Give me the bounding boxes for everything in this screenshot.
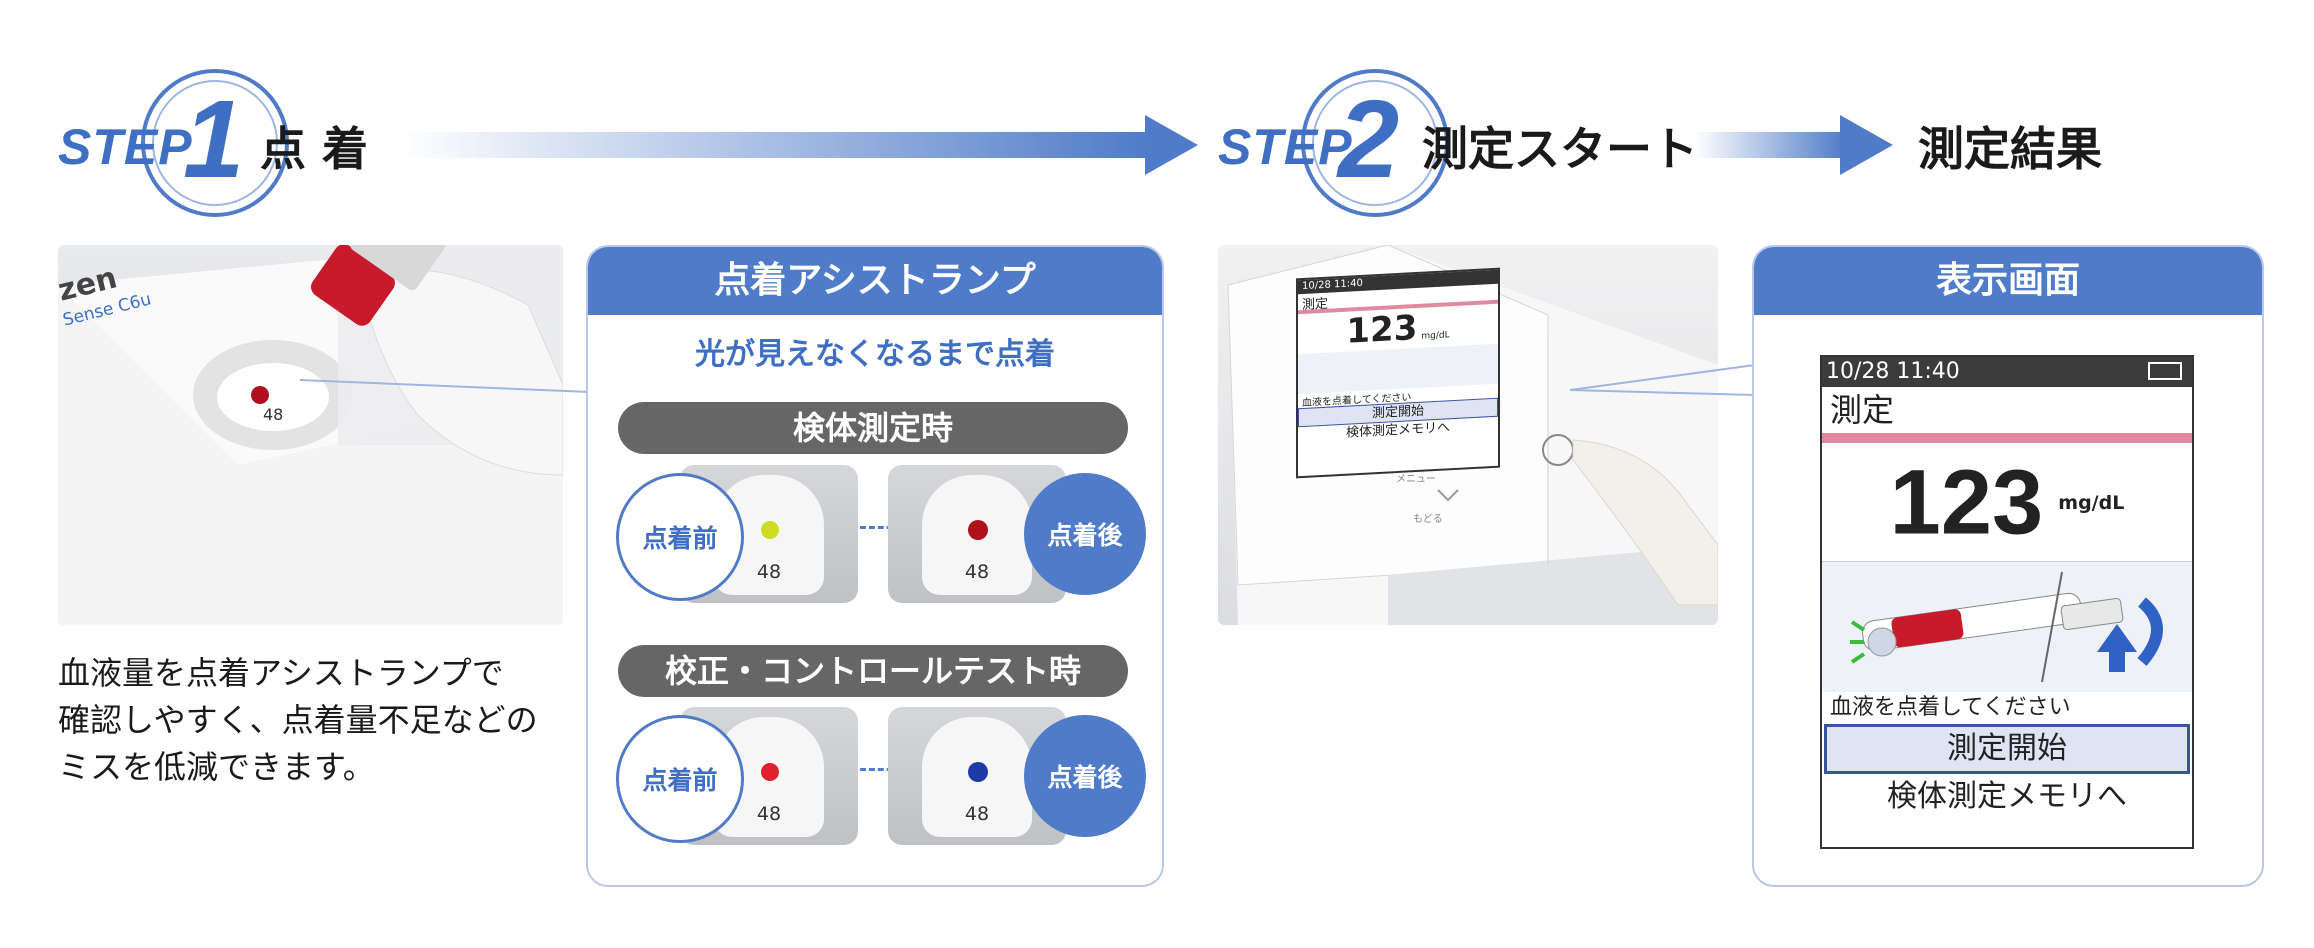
- screen-unit: mg/dL: [2058, 491, 2125, 514]
- step2-number: 2: [1338, 78, 1400, 201]
- application-illustration: [1822, 562, 2192, 692]
- badge-before: 点着前: [616, 715, 744, 843]
- callout-line-2: [1570, 364, 1756, 396]
- assist-panel-header: 点着アシストランプ: [588, 247, 1162, 315]
- display-panel-header: 表示画面: [1754, 247, 2262, 315]
- badge-before: 点着前: [616, 473, 744, 601]
- strip-number: 48: [263, 405, 284, 424]
- row-label-specimen: 検体測定時: [618, 402, 1128, 454]
- result-title: 測定結果: [1918, 122, 2102, 176]
- badge-after: 点着後: [1024, 715, 1146, 837]
- step2-label: STEP: [1218, 119, 1353, 175]
- screen-label: 測定: [1830, 391, 1895, 429]
- badge-after: 点着後: [1024, 473, 1146, 595]
- start-measurement-menu[interactable]: 測定開始: [1824, 724, 2190, 774]
- row-label-calibration: 校正・コントロールテスト時: [618, 645, 1128, 697]
- description-line: 血液量を点着アシストランプで: [58, 654, 504, 692]
- step1-number: 1: [183, 78, 245, 201]
- back-label: もどる: [1413, 514, 1443, 525]
- display-panel: 表示画面 10/28 11:40 測定 123 mg/dL 血液を点着してくださ…: [1752, 245, 2264, 887]
- mini-value: 123: [1346, 307, 1418, 352]
- mini-unit: mg/dL: [1421, 330, 1450, 342]
- screen-prompt: 血液を点着してください: [1830, 695, 2071, 720]
- pink-bar: [1822, 433, 2192, 443]
- battery-icon: [2148, 362, 2182, 380]
- menu-label: メニュー: [1396, 474, 1436, 485]
- step-arrow-2: [1695, 115, 1893, 175]
- lamp-indicator: [968, 520, 988, 540]
- device-application-photo: zen Sense C6u 48: [58, 245, 563, 625]
- screen-value: 123: [1889, 451, 2044, 554]
- strip-number: 48: [756, 803, 782, 825]
- step1-label: STEP: [58, 119, 193, 175]
- device-screen: 10/28 11:40 測定 123 mg/dL 血液を点着してください 測定開…: [1820, 355, 2194, 849]
- strip-number: 48: [964, 803, 990, 825]
- step1-title: 点 着: [260, 122, 369, 176]
- description-line: 確認しやすく、点着量不足などの: [58, 701, 538, 739]
- strip-number: 48: [756, 561, 782, 583]
- screen-status-bar: 10/28 11:40: [1822, 357, 2192, 387]
- screen-datetime: 10/28 11:40: [1826, 359, 1960, 384]
- step-arrow-1: [400, 115, 1198, 175]
- description-line: ミスを低減できます。: [58, 748, 375, 786]
- step1-circle: [141, 69, 289, 217]
- specimen-memory-menu[interactable]: 検体測定メモリへ: [1887, 779, 2127, 814]
- assist-panel-subtitle: 光が見えなくなるまで点着: [695, 337, 1055, 372]
- step2-circle: [1301, 69, 1449, 217]
- lamp-indicator: [761, 521, 779, 539]
- reading-area: 123 mg/dL: [1822, 443, 2192, 562]
- strip-number: 48: [964, 561, 990, 583]
- callout-line-1: [300, 379, 591, 393]
- step2-title: 測定スタート: [1422, 122, 1698, 176]
- description-text: 血液量を点着アシストランプで 確認しやすく、点着量不足などの ミスを低減できます…: [58, 650, 588, 791]
- lamp-indicator: [968, 762, 988, 782]
- lamp-indicator: [761, 763, 779, 781]
- assist-lamp-panel: 点着アシストランプ 光が見えなくなるまで点着 検体測定時 48 48 点着前 点…: [586, 245, 1164, 887]
